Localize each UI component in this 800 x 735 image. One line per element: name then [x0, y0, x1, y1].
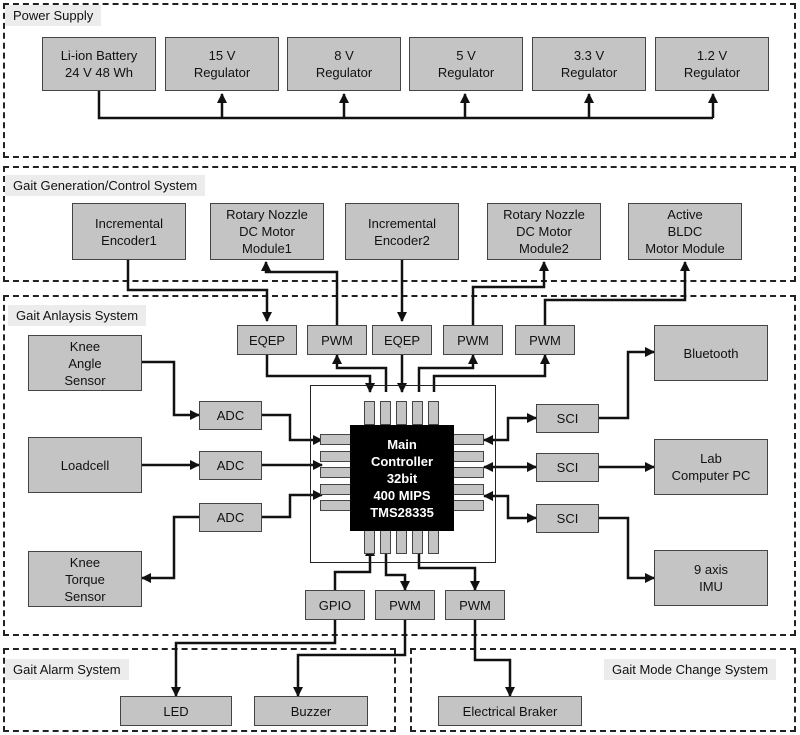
li-ion-battery: Li-ion Battery 24 V 48 Wh: [42, 37, 156, 91]
controller-pin: [452, 500, 484, 511]
controller-pin: [364, 530, 375, 554]
eqep-2: EQEP: [372, 325, 432, 355]
sci-3: SCI: [536, 504, 599, 533]
regulator-8v: 8 V Regulator: [287, 37, 401, 91]
knee-angle-sensor: Knee Angle Sensor: [28, 335, 142, 391]
controller-pin: [396, 401, 407, 425]
main-controller: Main Controller 32bit 400 MIPS TMS28335: [350, 425, 454, 531]
power-supply-label: Power Supply: [5, 5, 102, 26]
incremental-encoder1: Incremental Encoder1: [72, 203, 186, 260]
gait-alarm-label: Gait Alarm System: [5, 659, 129, 680]
gait-analysis-label: Gait Anlaysis System: [8, 305, 147, 326]
pwm-top-1: PWM: [307, 325, 367, 355]
bldc-motor-module: Active BLDC Motor Module: [628, 203, 742, 260]
gait-analysis-section: [3, 295, 796, 636]
sci-2: SCI: [536, 453, 599, 482]
incremental-encoder2: Incremental Encoder2: [345, 203, 459, 260]
adc-2: ADC: [199, 451, 262, 480]
controller-pin: [320, 484, 352, 495]
controller-pin: [320, 451, 352, 462]
gait-mode-section: [410, 648, 796, 732]
controller-pin: [380, 530, 391, 554]
controller-pin: [320, 434, 352, 445]
rotary-nozzle-module1: Rotary Nozzle DC Motor Module1: [210, 203, 324, 260]
led: LED: [120, 696, 232, 726]
controller-pin: [412, 401, 423, 425]
controller-pin: [380, 401, 391, 425]
imu-9-axis: 9 axis IMU: [654, 550, 768, 606]
controller-pin: [452, 434, 484, 445]
regulator-5v: 5 V Regulator: [409, 37, 523, 91]
electrical-braker: Electrical Braker: [438, 696, 582, 726]
knee-torque-sensor: Knee Torque Sensor: [28, 551, 142, 607]
controller-pin: [452, 484, 484, 495]
loadcell: Loadcell: [28, 437, 142, 493]
controller-pin: [428, 530, 439, 554]
regulator-3v3: 3.3 V Regulator: [532, 37, 646, 91]
gait-alarm-section: [3, 648, 396, 732]
controller-pin: [364, 401, 375, 425]
controller-pin: [412, 530, 423, 554]
gait-generation-label: Gait Generation/Control System: [5, 175, 206, 196]
pwm-top-3: PWM: [515, 325, 575, 355]
eqep-1: EQEP: [237, 325, 297, 355]
bluetooth: Bluetooth: [654, 325, 768, 381]
controller-pin: [320, 467, 352, 478]
controller-pin: [396, 530, 407, 554]
regulator-15v: 15 V Regulator: [165, 37, 279, 91]
pwm-bottom-2: PWM: [445, 590, 505, 620]
power-supply-section: [3, 3, 796, 158]
pwm-top-2: PWM: [443, 325, 503, 355]
adc-1: ADC: [199, 401, 262, 430]
controller-pin: [452, 451, 484, 462]
controller-pin: [320, 500, 352, 511]
rotary-nozzle-module2: Rotary Nozzle DC Motor Module2: [487, 203, 601, 260]
regulator-1v2: 1.2 V Regulator: [655, 37, 769, 91]
sci-1: SCI: [536, 404, 599, 433]
pwm-bottom-1: PWM: [375, 590, 435, 620]
gpio: GPIO: [305, 590, 365, 620]
gait-generation-section: [3, 166, 796, 282]
adc-3: ADC: [199, 503, 262, 532]
lab-computer-pc: Lab Computer PC: [654, 439, 768, 495]
controller-frame: [310, 385, 496, 563]
controller-pin: [452, 467, 484, 478]
controller-pin: [428, 401, 439, 425]
buzzer: Buzzer: [254, 696, 368, 726]
gait-mode-label: Gait Mode Change System: [604, 659, 777, 680]
